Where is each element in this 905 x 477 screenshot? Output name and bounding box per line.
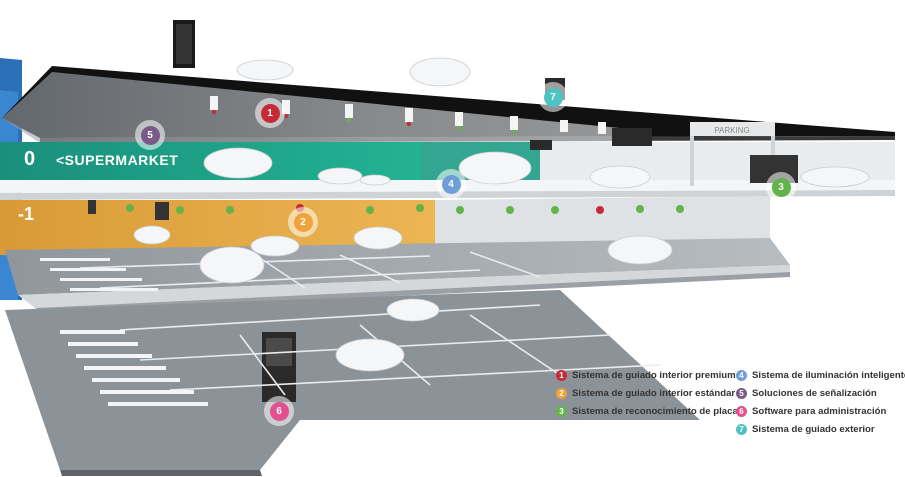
- cars: [133, 57, 870, 372]
- legend-badge-7: 7: [736, 424, 747, 435]
- marker-4[interactable]: 4: [436, 169, 466, 199]
- legend-label-2: Sistema de guiado interior estándar: [572, 388, 736, 399]
- legend-badge-6: 6: [736, 406, 747, 417]
- marker-7[interactable]: 7: [538, 82, 568, 112]
- sensors: [88, 96, 684, 220]
- floor-level-0: 0: [24, 148, 36, 170]
- marker-2-badge: 2: [293, 212, 313, 232]
- legend-badge-1: 1: [556, 370, 567, 381]
- marker-5-badge: 5: [140, 125, 160, 145]
- legend-item-6: 6 Software para administración: [736, 406, 886, 417]
- legend-label-6: Software para administración: [752, 406, 887, 417]
- marker-3-badge: 3: [771, 177, 791, 197]
- level-minus-1: [0, 196, 790, 313]
- legend-badge-3: 3: [556, 406, 567, 417]
- legend-label-3: Sistema de reconocimiento de placas: [572, 406, 744, 417]
- legend-item-1: 1 Sistema de guiado interior premium: [556, 370, 736, 381]
- legend-item-2: 2 Sistema de guiado interior estándar: [556, 388, 735, 399]
- legend-item-4: 4 Sistema de iluminación inteligente: [736, 370, 905, 381]
- marker-1[interactable]: 1: [255, 98, 285, 128]
- stall-lines: [79, 251, 661, 396]
- legend-label-4: Sistema de iluminación inteligente: [752, 370, 905, 381]
- legend-badge-4: 4: [736, 370, 747, 381]
- floor-level-minus-1: -1: [18, 204, 35, 224]
- legend-label-7: Sistema de guiado exterior: [752, 424, 875, 435]
- supermarket-sign: <SUPERMARKET: [56, 152, 179, 168]
- marker-1-badge: 1: [260, 103, 280, 123]
- marker-2[interactable]: 2: [288, 207, 318, 237]
- parking-sign-text: PARKING: [714, 126, 749, 135]
- marker-6-badge: 6: [269, 401, 289, 421]
- legend-label-1: Sistema de guiado interior premium: [572, 370, 736, 381]
- legend-badge-5: 5: [736, 388, 747, 399]
- legend-item-5: 5 Soluciones de señalización: [736, 388, 877, 399]
- legend-item-3: 3 Sistema de reconocimiento de placas: [556, 406, 743, 417]
- marker-6[interactable]: 6: [264, 396, 294, 426]
- legend-item-7: 7 Sistema de guiado exterior: [736, 424, 875, 435]
- crosswalk: [40, 258, 208, 406]
- marker-4-badge: 4: [441, 174, 461, 194]
- legend-badge-2: 2: [556, 388, 567, 399]
- legend: 1 Sistema de guiado interior premium 2 S…: [556, 370, 905, 440]
- marker-3[interactable]: 3: [766, 172, 796, 202]
- legend-label-5: Soluciones de señalización: [752, 388, 877, 399]
- marker-5[interactable]: 5: [135, 120, 165, 150]
- marker-7-badge: 7: [543, 87, 563, 107]
